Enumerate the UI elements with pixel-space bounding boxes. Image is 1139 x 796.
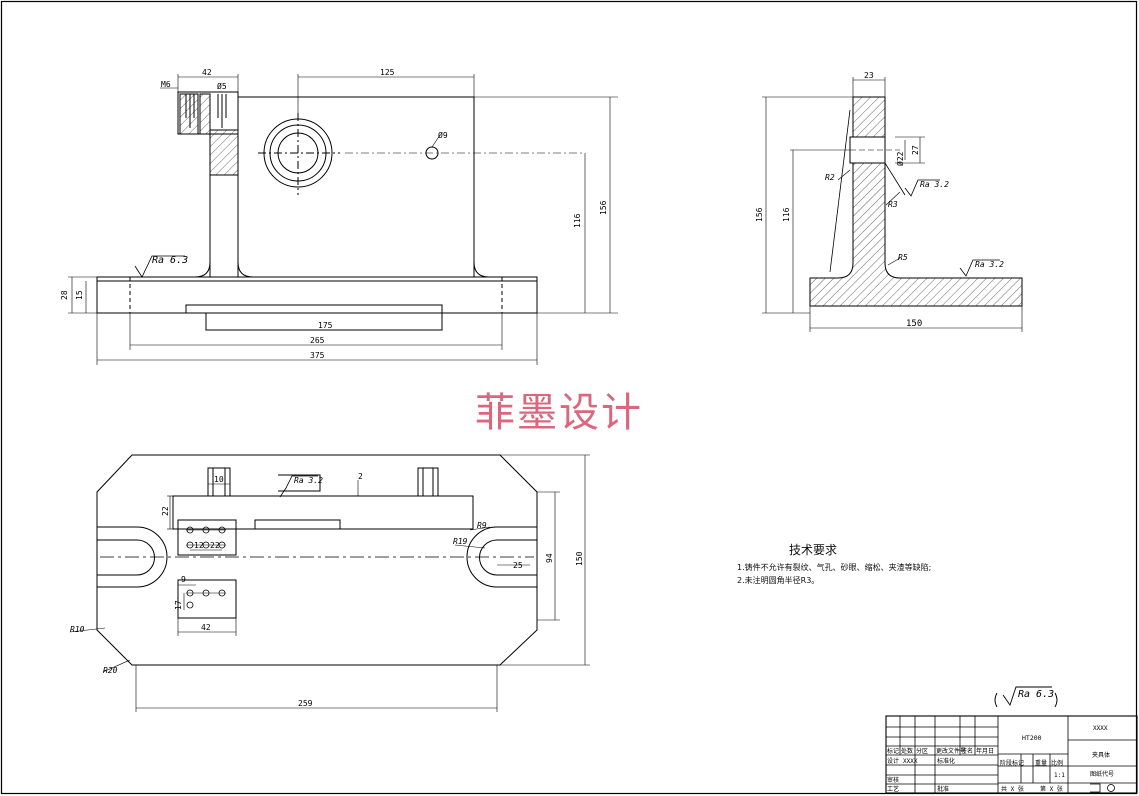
material-label: HT200: [1022, 734, 1042, 742]
label-r2: R2: [825, 173, 835, 182]
dim-42-top: 42: [201, 623, 211, 632]
side-view: [762, 77, 1023, 332]
dim-12: 12: [194, 541, 204, 550]
dim-10: 10: [214, 475, 224, 484]
dim-259: 259: [298, 699, 313, 708]
dim-15: 15: [75, 290, 84, 300]
label-phi9: Ø9: [438, 130, 448, 140]
dim-116: 116: [573, 213, 582, 228]
svg-text:签名: 签名: [961, 747, 973, 755]
svg-text:XXXX: XXXX: [903, 758, 918, 765]
label-r19: R19: [453, 537, 468, 546]
svg-text:阶段标记: 阶段标记: [1000, 759, 1024, 767]
watermark-text: 菲墨设计: [475, 390, 643, 436]
dim-94: 94: [545, 553, 554, 563]
dim-28: 28: [60, 290, 69, 300]
roughness-ra63-front: Ra 6.3: [152, 255, 188, 266]
title-block-text: HT200 XXXX 夹具体 1:1 图纸代号 标记 处数 分区 更改文件号 签…: [887, 725, 1114, 793]
label-r20: R20: [103, 666, 118, 675]
dim-22-holes: 22: [210, 541, 220, 550]
roughness-ra32-top: Ra 3.2: [294, 476, 323, 485]
svg-text:审核: 审核: [887, 776, 899, 784]
dim-116-side: 116: [782, 207, 791, 222]
label-r3: R3: [888, 200, 898, 209]
side-view-labels: 23 Ø22 27 156 116 R2 R3 R5 150 Ra 3.2 Ra…: [755, 71, 1004, 329]
top-view: [69, 454, 590, 712]
dim-375: 375: [310, 351, 325, 360]
dim-27: 27: [911, 145, 920, 155]
front-view: [68, 74, 618, 365]
tech-req-title: 技术要求: [789, 543, 838, 557]
dim-25: 25: [513, 561, 523, 570]
svg-text:第 X 张: 第 X 张: [1040, 785, 1063, 793]
top-outline: [96, 454, 538, 666]
dim-17: 17: [174, 600, 183, 610]
label-r10: R10: [70, 625, 85, 634]
roughness-ra32-a: Ra 3.2: [920, 180, 949, 189]
svg-text:批准: 批准: [937, 785, 949, 793]
front-view-labels: 42 M6 Ø5 125 Ø9 116 156 28 15 175 265 37…: [60, 68, 608, 360]
label-r5: R5: [898, 253, 908, 262]
dim-265: 265: [310, 336, 325, 345]
dim-150-top: 150: [575, 551, 584, 566]
dim-175: 175: [318, 321, 333, 330]
svg-text:处数: 处数: [901, 747, 913, 755]
roughness-ra32-b: Ra 3.2: [975, 260, 1004, 269]
svg-text:共 X 张: 共 X 张: [1001, 785, 1024, 793]
svg-text:分区: 分区: [916, 747, 928, 755]
label-m6: M6: [161, 80, 171, 89]
front-rib-section: [209, 129, 239, 176]
svg-text:标记: 标记: [887, 747, 899, 755]
svg-text:重量: 重量: [1035, 759, 1047, 767]
label-r9: R9: [477, 521, 487, 530]
dim-2: 2: [358, 472, 363, 481]
svg-text:设计: 设计: [887, 757, 899, 765]
dim-156: 156: [599, 200, 608, 215]
m6-thread-section: [179, 93, 199, 135]
tech-req-item-1: 1.铸件不允许有裂纹、气孔、砂眼、缩松、夹渣等缺陷;: [737, 563, 932, 572]
svg-text:标准化: 标准化: [937, 757, 955, 765]
scale-value: 1:1: [1054, 772, 1065, 779]
top-view-labels: 10 2 22 12 22 R9 R19 25 94 150 9 17 42 R…: [70, 472, 584, 708]
tech-req-item-2: 2.未注明圆角半径R3。: [737, 576, 820, 585]
general-roughness-text: Ra 6.3: [1018, 689, 1054, 700]
drawing-number: XXXX: [1093, 725, 1108, 732]
drawing-code: 图纸代号: [1090, 770, 1114, 778]
title-block: [885, 715, 1138, 794]
dim-23: 23: [864, 71, 874, 80]
label-phi5: Ø5: [217, 81, 227, 91]
part-name: 夹具体: [1092, 751, 1110, 759]
svg-text:工艺: 工艺: [887, 785, 899, 793]
dim-9: 9: [181, 575, 186, 584]
svg-text:更改文件号: 更改文件号: [936, 747, 966, 755]
general-roughness: [994, 686, 1058, 708]
svg-text:年月日: 年月日: [976, 747, 994, 755]
dim-125: 125: [380, 68, 395, 77]
dim-phi22: Ø22: [895, 151, 905, 166]
dim-156-side: 156: [755, 207, 764, 222]
dim-22-rib: 22: [161, 506, 170, 516]
svg-text:比例: 比例: [1051, 759, 1063, 767]
dim-150-side: 150: [906, 319, 922, 329]
side-section: [809, 96, 1023, 307]
dim-42: 42: [202, 68, 212, 77]
